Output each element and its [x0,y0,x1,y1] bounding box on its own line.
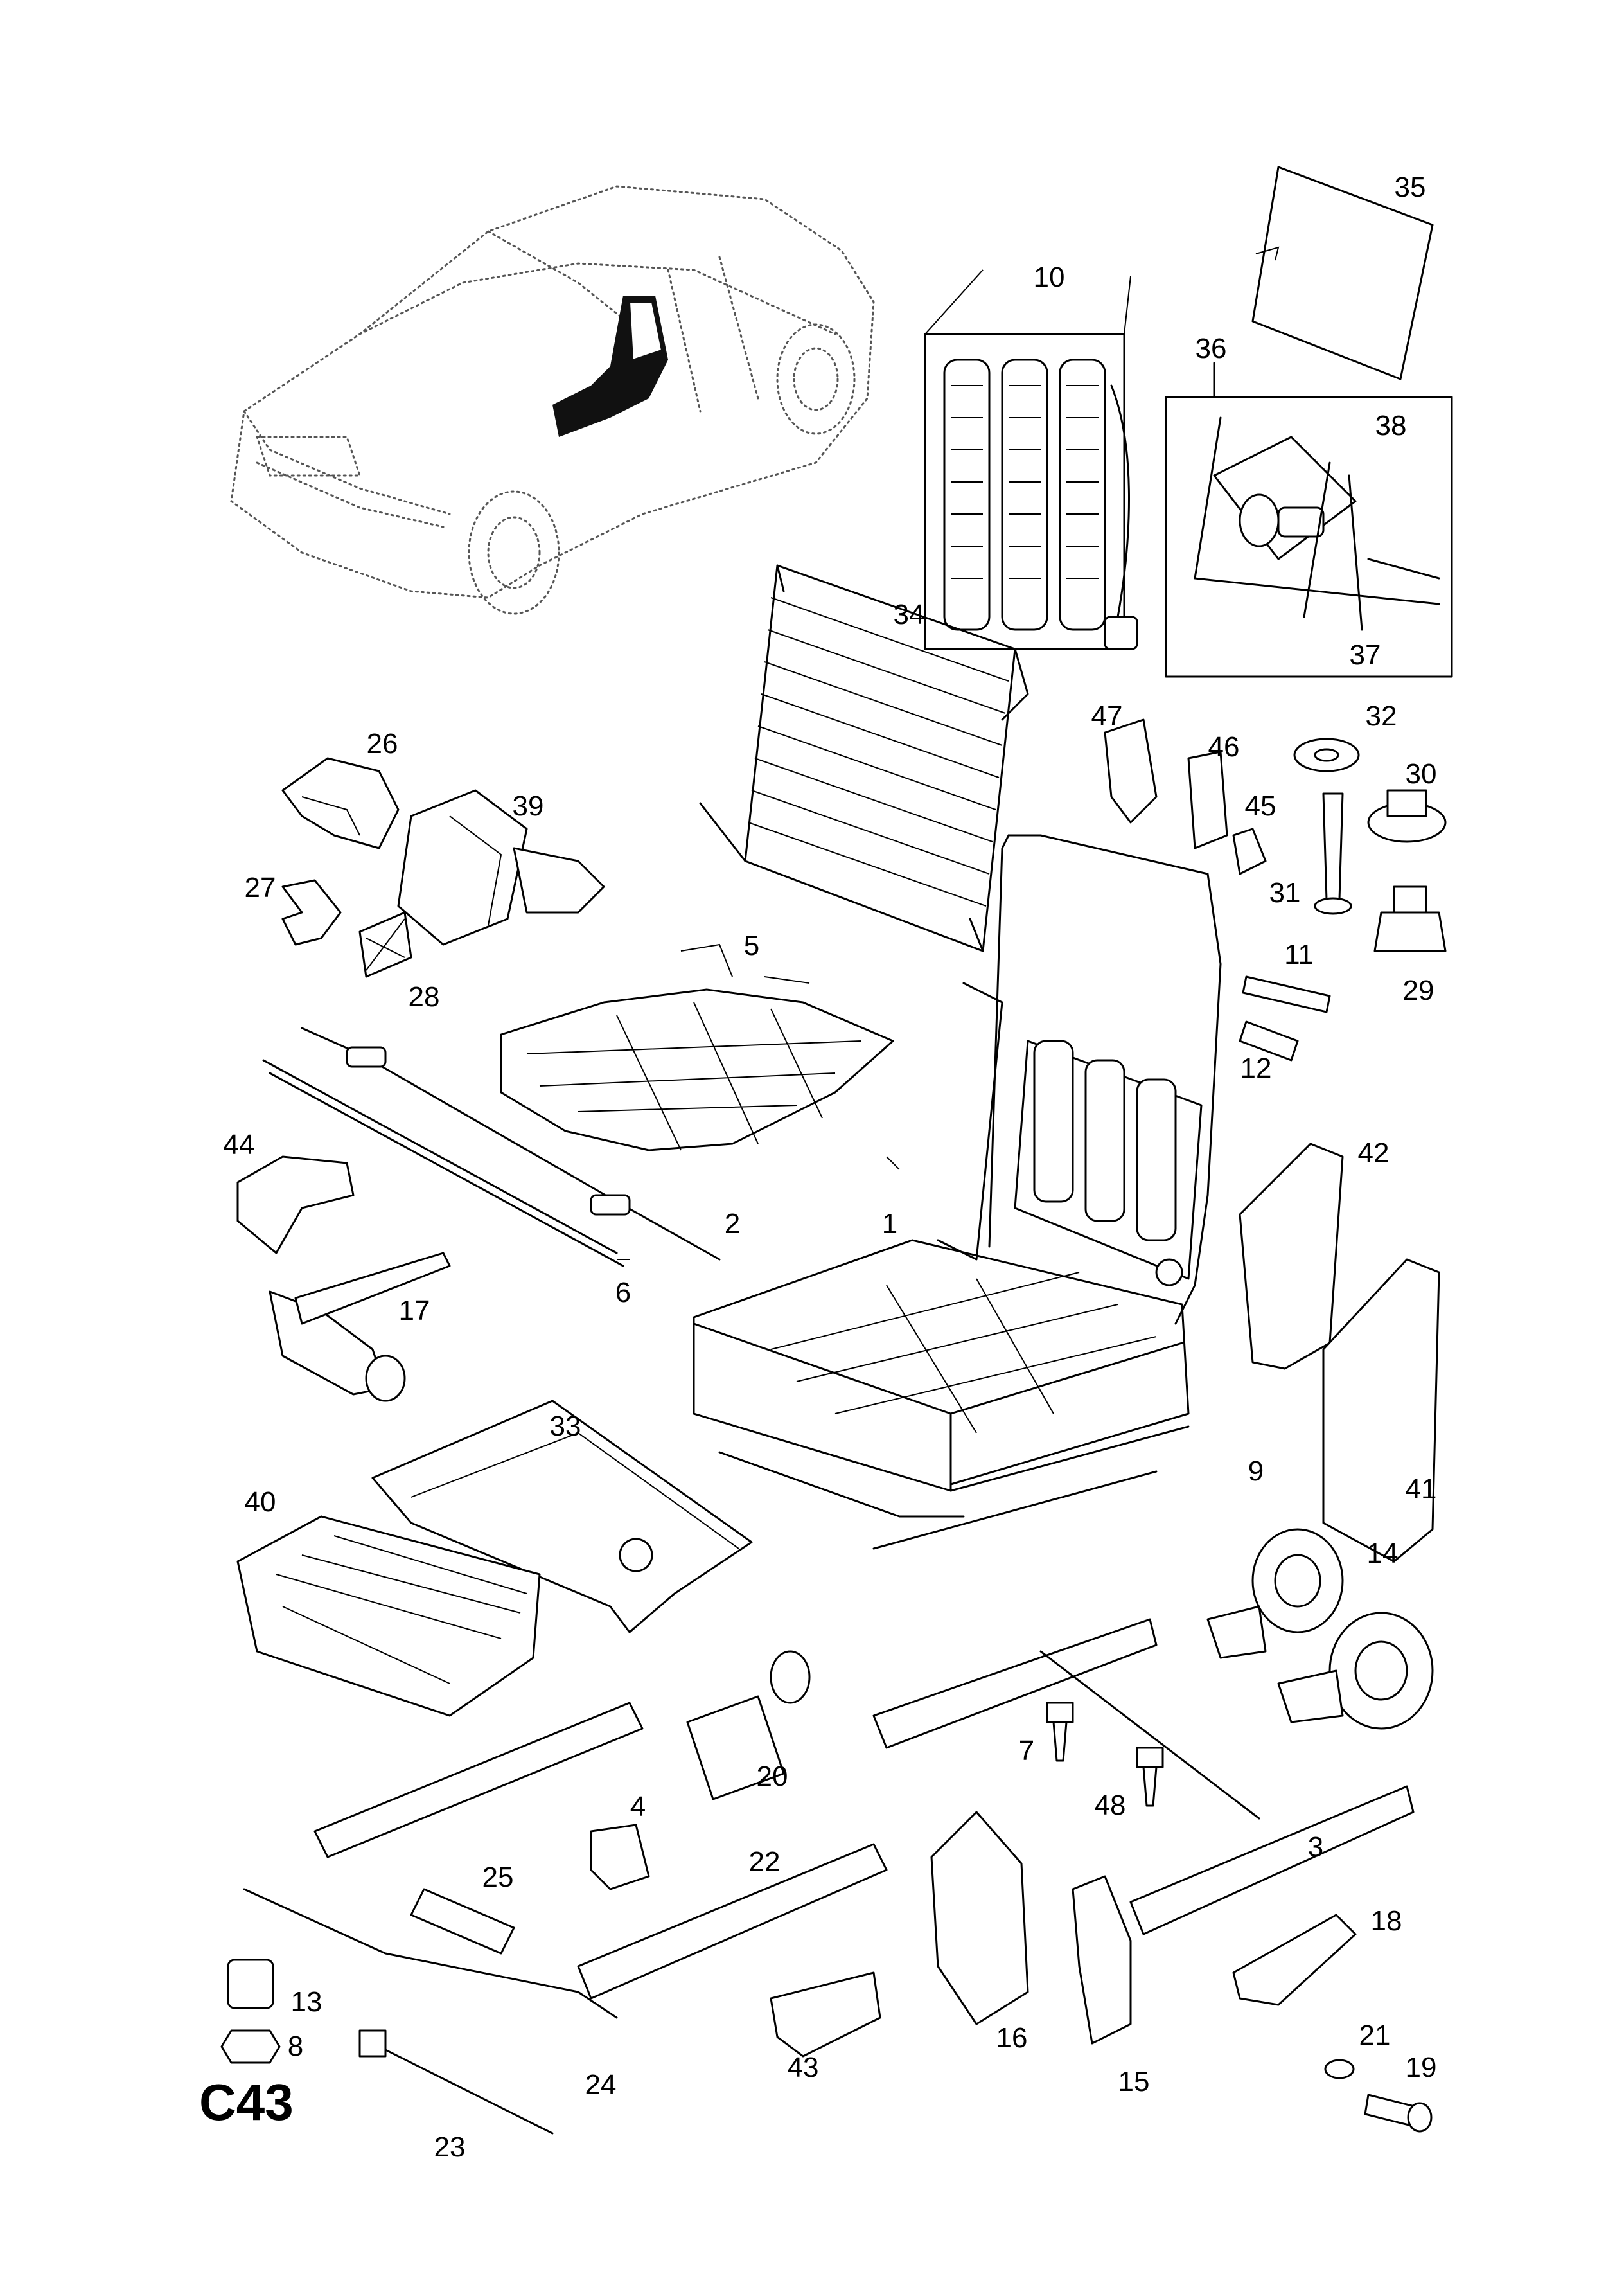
callout-label-44: 44 [223,1129,255,1160]
part-8-nut [220,2029,281,2064]
callout-label-43: 43 [787,2052,819,2083]
callout-label-1: 1 [881,1208,898,1240]
callout-label-13: 13 [290,1986,322,2018]
part-10-backrest-spring-mat [924,269,1138,650]
part-6-cable [262,1059,624,1267]
callout-label-28: 28 [408,981,440,1013]
part-42-side-cover [1239,1142,1344,1370]
highlighted-seat-in-car [552,296,668,437]
callout-label-14: 14 [1366,1538,1399,1569]
callout-label-30: 30 [1405,758,1437,790]
callout-label-40: 40 [244,1486,276,1518]
callout-label-27: 27 [244,872,276,903]
leader-lines [617,1156,900,1260]
callout-label-45: 45 [1244,790,1276,822]
callout-label-37: 37 [1349,639,1381,671]
callout-label-36: 36 [1195,333,1227,364]
part-21-washer [1324,2059,1355,2079]
callout-label-19: 19 [1405,2052,1437,2083]
car-outline-illustration [230,185,875,615]
part-46-handle [1187,751,1228,849]
part-22-seat-track [577,1843,888,2000]
callout-label-41: 41 [1405,1473,1437,1505]
part-23-cable [358,2029,554,2135]
callout-label-46: 46 [1208,731,1240,763]
callout-label-16: 16 [996,2022,1028,2054]
callout-label-11: 11 [1284,939,1314,970]
part-47-bezel [1104,718,1158,824]
callout-label-4: 4 [630,1791,646,1822]
callout-label-33: 33 [549,1410,581,1442]
callout-label-9: 9 [1248,1455,1264,1487]
callout-label-39: 39 [512,790,544,822]
part-4-spacer-block [590,1824,650,1890]
part-14-recliner-mechanism [1277,1612,1434,1730]
callout-label-7: 7 [1018,1735,1035,1766]
part-20-motor [686,1650,811,1800]
callout-label-20: 20 [756,1761,788,1792]
part-7-bolt [1046,1702,1074,1762]
callout-label-47: 47 [1091,700,1123,732]
callout-label-18: 18 [1370,1905,1402,1937]
part-48-bolt [1136,1747,1164,1807]
part-31-bolt [1314,792,1352,915]
part-18-bracket [1232,1914,1357,2006]
callout-label-25: 25 [482,1862,514,1893]
part-3-seat-track-assembly [872,1618,1415,1935]
part-19-screw [1364,2094,1433,2133]
callout-label-3: 3 [1307,1831,1324,1863]
callout-label-15: 15 [1118,2066,1150,2097]
part-27-clip [281,879,342,946]
callout-label-2: 2 [724,1208,741,1240]
part-12-screw [1239,1020,1299,1062]
callout-label-35: 35 [1394,172,1426,203]
callout-label-12: 12 [1240,1053,1272,1084]
part-5-seat-spring-wire [500,943,894,1151]
part-28-cover-cap [358,911,412,978]
callout-label-21: 21 [1359,2020,1391,2051]
part-33-seat-rail-bracket [371,1400,753,1633]
part-1-seat-frame [693,834,1222,1550]
callout-label-32: 32 [1365,700,1397,732]
part-13-spacer [227,1959,274,2009]
part-25-seat-track [243,1702,644,2019]
callout-label-6: 6 [615,1277,631,1308]
callout-label-29: 29 [1402,975,1434,1006]
parts-36-38-37-callout-box [1165,362,1453,678]
callout-label-34: 34 [893,599,925,630]
part-29-bushing [1373,885,1447,952]
part-2-cable-with-connector [301,1027,721,1261]
callout-label-31: 31 [1269,877,1301,909]
part-32-washer [1293,738,1360,772]
part-39-control-module [397,789,605,946]
callout-label-26: 26 [366,728,398,760]
part-16-cover [930,1811,1029,2025]
part-35-lumbar-pad [1251,166,1434,380]
part-9-recliner-mechanism [1206,1528,1344,1659]
part-26-trim-cover [281,757,400,849]
callout-label-22: 22 [748,1846,781,1878]
part-44-trim-cap [236,1155,355,1254]
part-17-actuator [269,1252,451,1402]
callout-label-38: 38 [1375,410,1407,441]
callout-label-10: 10 [1033,262,1065,293]
part-30-knob [1367,789,1447,843]
figure-code-label: C43 [199,2074,294,2131]
callout-label-23: 23 [434,2131,466,2163]
part-40-seat-cushion-frame [236,1515,541,1717]
callout-label-5: 5 [743,930,760,961]
callout-label-24: 24 [585,2069,617,2101]
callout-label-17: 17 [398,1295,430,1326]
callout-label-48: 48 [1094,1790,1126,1821]
part-11-screw [1242,975,1331,1013]
callout-label-8: 8 [287,2031,304,2062]
part-45-cap [1232,828,1267,875]
callout-label-42: 42 [1357,1137,1390,1169]
part-41-side-cover [1322,1258,1440,1563]
part-15-cover [1072,1875,1132,2045]
part-34-backrest-wire-frame [699,564,1029,952]
part-43-trim [770,1971,881,2058]
